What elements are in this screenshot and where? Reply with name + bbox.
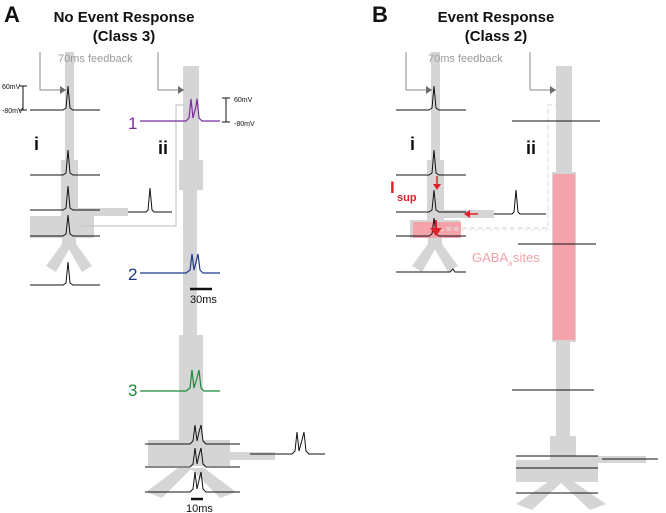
neuron-a-i-dendrite <box>65 52 74 212</box>
panel-a-letter: A <box>4 2 20 27</box>
panel-a-title-line1: No Event Response <box>54 9 195 26</box>
trace-site-3 <box>140 369 220 392</box>
gaba-label: GABA <box>472 250 508 265</box>
voltage-scale-a-i: 60mV -80mV <box>2 84 27 115</box>
trace-b-i-5 <box>396 268 466 273</box>
panel-a: A No Event Response (Class 3) <box>2 2 325 513</box>
panel-a-label-ii: ii <box>158 138 168 158</box>
neuron-a-i-axon-stub <box>76 208 128 216</box>
trace-a-ii-2 <box>145 447 240 468</box>
feedback-arrow-a-i <box>60 86 66 94</box>
panel-a-title-line2: (Class 3) <box>93 28 156 45</box>
scale-a-i-bottom: -80mV <box>2 108 23 115</box>
neuron-a-ii <box>146 66 275 498</box>
neuron-b-i <box>410 52 494 272</box>
neuron-a-i-soma <box>30 216 94 238</box>
site-label-1: 1 <box>128 114 137 133</box>
gaba-highlight-b-ii <box>553 174 575 340</box>
trace-a-axon <box>128 187 172 213</box>
scale-a-i-top: 60mV <box>2 84 21 91</box>
trace-site-1 <box>140 98 220 122</box>
neuron-a-i-branch-base <box>62 236 76 246</box>
site-label-3: 3 <box>128 381 137 400</box>
axon-input-arrow-head <box>464 210 470 218</box>
isup-subscript: sup <box>397 192 417 204</box>
isup-arrow-head <box>433 184 441 190</box>
trace-a-i-1 <box>30 85 100 111</box>
gaba-subscript: a <box>508 259 513 268</box>
panel-a-label-i: i <box>34 134 39 154</box>
neuron-a-i-branch-left <box>46 244 72 272</box>
scale-a-ii-top: 60mV <box>234 97 253 104</box>
neuron-a-ii-dendrite-wide <box>179 160 203 190</box>
time-scale-label-10ms: 10ms <box>186 503 213 513</box>
feedback-line-a-ii <box>157 52 184 91</box>
isup-label: I <box>390 178 395 197</box>
neuron-b-ii <box>516 66 646 510</box>
neuron-b-i-branch-left <box>412 244 438 272</box>
trace-a-i-2 <box>30 149 100 176</box>
trace-b-axon <box>494 189 546 215</box>
panel-b-feedback-label: 70ms feedback <box>428 53 503 65</box>
site-label-2: 2 <box>128 265 137 284</box>
trace-a-ii-axon <box>250 431 325 455</box>
scale-a-ii-bottom: -80mV <box>234 121 255 128</box>
voltage-scale-a-ii: 60mV -80mV <box>222 97 255 128</box>
neuron-a-ii-dendrite-top <box>183 66 199 166</box>
neuron-a-ii-dendrite-low <box>179 335 203 445</box>
time-scale-label-30ms: 30ms <box>190 294 217 306</box>
feedback-line-a-i <box>39 52 66 91</box>
trace-a-i-4 <box>30 214 100 237</box>
neuron-b-i-branch-base <box>428 236 442 246</box>
feedback-arrow-a-ii <box>178 86 184 94</box>
feedback-arrow-b-ii <box>550 86 556 94</box>
trace-b-i-4 <box>396 217 466 237</box>
neuron-b-ii-branch-right <box>560 482 606 510</box>
neuron-a-ii-branch-left <box>146 468 192 498</box>
panel-b-letter: B <box>372 2 388 27</box>
neuron-a-i-branch-right <box>66 244 92 272</box>
trace-a-ii-3 <box>145 471 240 493</box>
panel-b-label-i: i <box>410 134 415 154</box>
trace-b-i-2 <box>396 149 466 176</box>
panel-b: B Event Response (Class 2) <box>372 2 658 510</box>
trace-b-i-1 <box>396 85 466 111</box>
panel-a-feedback-label: 70ms feedback <box>58 53 133 65</box>
trace-site-2 <box>140 253 220 274</box>
neuron-a-i <box>30 52 128 272</box>
gaba-arrow-head <box>430 228 442 236</box>
neuron-a-ii-axon-stub <box>205 452 275 460</box>
feedback-arrow-b-i <box>426 86 432 94</box>
neuron-b-ii-branch-left <box>516 482 562 510</box>
connection-b-i-to-ii <box>446 104 556 229</box>
panel-b-title-line1: Event Response <box>438 9 555 26</box>
trace-a-i-5 <box>30 261 100 286</box>
neuron-b-i-branch-right <box>432 244 458 272</box>
connection-a-i-to-ii <box>80 104 184 227</box>
gaba-sites-suffix: sites <box>513 250 540 265</box>
neuron-b-ii-soma <box>516 460 598 482</box>
panel-b-title-line2: (Class 2) <box>465 28 528 45</box>
feedback-line-b-i <box>405 52 432 91</box>
trace-a-ii-1 <box>145 424 240 445</box>
neuron-b-i-dendrite <box>431 52 440 212</box>
trace-a-i-3 <box>30 185 100 211</box>
trace-b-i-3 <box>396 189 466 213</box>
neuron-a-ii-dendrite-mid <box>183 190 197 340</box>
panel-b-label-ii: ii <box>526 138 536 158</box>
neuron-a-ii-branch-right <box>190 468 236 498</box>
feedback-line-b-ii <box>529 52 556 91</box>
